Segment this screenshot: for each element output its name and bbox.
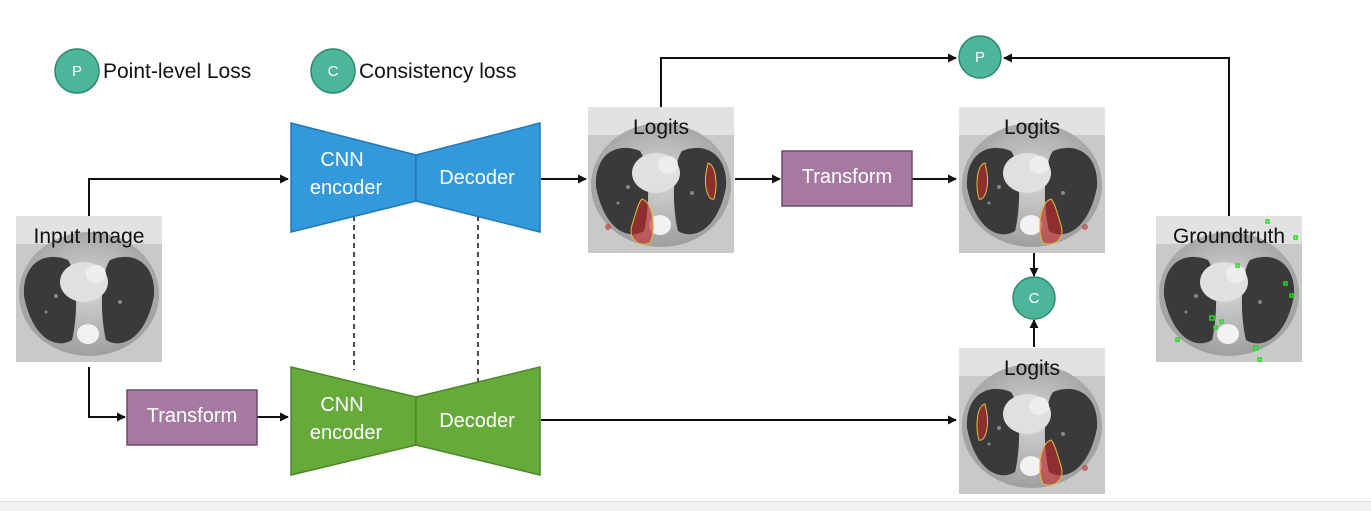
legend-point-loss: P Point-level Loss — [54, 48, 251, 94]
transformed-logits-image: Logits — [959, 107, 1105, 253]
bottom-scrollbar-strip — [0, 501, 1371, 511]
consistency-loss-symbol: C — [328, 63, 339, 80]
arrow-input-to-bottom-transform — [88, 367, 126, 422]
input-image-label: Input Image — [34, 225, 145, 248]
point-loss-circle — [958, 35, 1002, 79]
weight-sharing — [353, 216, 479, 382]
arrow-logits-to-point-loss — [660, 53, 957, 107]
bottom-cnn-encoder — [290, 366, 417, 476]
consistency-loss-icon — [310, 48, 356, 94]
top-encoder-label-line1: CNN — [320, 149, 363, 171]
groundtruth-image: Groundtruth — [1156, 216, 1302, 362]
bottom-decoder-label: Decoder — [439, 410, 515, 432]
bottom-transform-box — [126, 389, 258, 446]
consistency-loss-circle — [1012, 276, 1056, 320]
consistency-loss-label: Consistency loss — [359, 60, 517, 83]
legend-consistency-loss: C Consistency loss — [310, 48, 517, 94]
top-transform-box — [781, 150, 913, 207]
point-loss-symbol: P — [72, 63, 82, 80]
point-loss-node: P — [958, 35, 1002, 79]
point-loss-icon — [54, 48, 100, 94]
top-encoder-label-line2: encoder — [310, 177, 383, 199]
groundtruth-label: Groundtruth — [1173, 225, 1285, 248]
top-decoder-label: Decoder — [439, 167, 515, 189]
bottom-transform-label: Transform — [147, 405, 237, 427]
groundtruth-points — [1175, 219, 1298, 362]
top-decoder — [415, 122, 541, 233]
connections — [88, 53, 1230, 425]
consistency-loss-node: C — [1012, 276, 1056, 320]
point-loss-label: Point-level Loss — [103, 60, 251, 83]
consistency-loss-node-symbol: C — [1029, 290, 1040, 307]
arrow-input-to-top-encoder — [88, 174, 289, 216]
bottom-logits-image: Logits — [959, 348, 1105, 494]
top-transform-label: Transform — [802, 166, 892, 188]
point-loss-node-symbol: P — [975, 49, 985, 66]
bottom-encoder-label-line1: CNN — [320, 394, 363, 416]
bottom-logits-label: Logits — [1004, 357, 1060, 380]
transformed-logits-label: Logits — [1004, 116, 1060, 139]
bottom-encoder-label-line2: encoder — [310, 422, 383, 444]
top-logits-image: Logits — [588, 107, 734, 253]
bottom-decoder — [415, 366, 541, 476]
arrow-groundtruth-to-point-loss — [1003, 53, 1230, 216]
top-logits-label: Logits — [633, 116, 689, 139]
input-image: Input Image — [16, 216, 162, 362]
